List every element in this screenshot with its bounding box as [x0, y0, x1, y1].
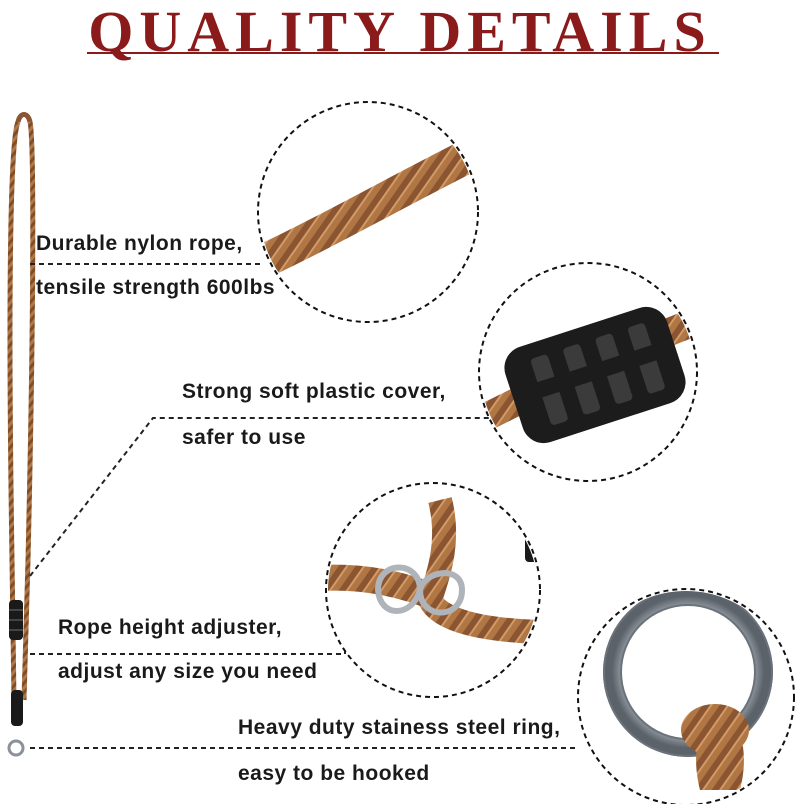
leader-line-3: [30, 560, 346, 655]
height-adjuster-icon: [325, 482, 541, 698]
leader-line-2: [29, 417, 490, 577]
feature-4-line-2: easy to be hooked: [238, 762, 430, 785]
full-rope-icon: [7, 112, 36, 757]
feature-1-line-2: tensile strength 600lbs: [36, 276, 276, 299]
feature-3-line-2: adjust any size you need: [58, 660, 318, 683]
steel-ring-icon: [577, 588, 795, 804]
lower-cover-icon: [11, 690, 23, 726]
rope-detail-icon: [257, 101, 479, 323]
plastic-cover-icon: [478, 262, 698, 482]
feature-3-line-1: Rope height adjuster,: [58, 616, 283, 639]
feature-1-line-1: Durable nylon rope,: [36, 232, 243, 255]
small-ring-icon: [7, 739, 25, 757]
page-title: QUALITY DETAILS: [88, 0, 712, 64]
feature-4-line-1: Heavy duty stainess steel ring,: [238, 716, 561, 739]
feature-2-line-2: safer to use: [182, 426, 306, 449]
title-underline: [87, 52, 719, 54]
feature-2-line-1: Strong soft plastic cover,: [182, 380, 446, 403]
